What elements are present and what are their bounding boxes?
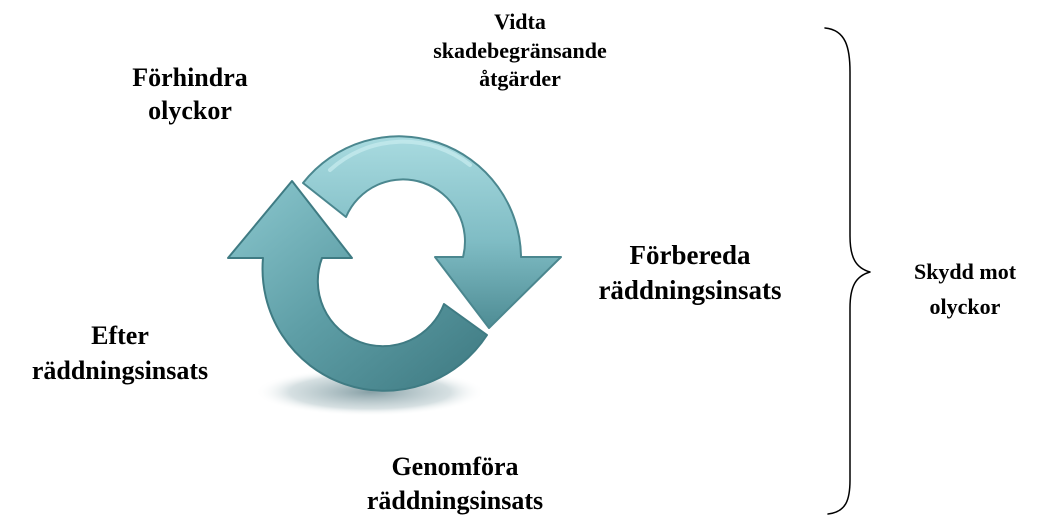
label-brace: Skydd mot olyckor	[880, 254, 1047, 324]
label-brace-line2: olyckor	[929, 294, 1001, 320]
label-limit-damage: Vidta skadebegränsande åtgärder	[390, 8, 650, 94]
cycle-arrow-top	[302, 135, 562, 329]
curly-brace-icon	[824, 27, 871, 515]
label-after-line1: Efter	[91, 321, 149, 350]
refresh-cycle-icon	[227, 135, 562, 392]
label-prepare-line1: Förbereda	[629, 240, 751, 270]
label-carry-out: Genomföra räddningsinsats	[335, 450, 575, 518]
label-carry-out-line2: räddningsinsats	[366, 485, 544, 515]
label-prepare-line2: räddningsinsats	[598, 275, 782, 306]
cycle-arrow-bottom	[227, 180, 488, 392]
label-limit-damage-line3: åtgärder	[479, 66, 561, 92]
label-prevent-line2: olyckor	[148, 95, 232, 125]
cycle-highlight	[328, 139, 472, 172]
label-brace-line1: Skydd mot	[913, 259, 1017, 284]
label-prevent: Förhindra olyckor	[90, 62, 290, 127]
label-prepare: Förbereda räddningsinsats	[560, 238, 820, 308]
label-carry-out-line1: Genomföra	[391, 452, 519, 481]
label-limit-damage-line1: Vidta	[494, 9, 546, 34]
label-after-line2: räddningsinsats	[31, 356, 209, 386]
label-limit-damage-line2: skadebegränsande	[433, 37, 607, 63]
label-after: Efter räddningsinsats	[0, 318, 240, 388]
label-prevent-line1: Förhindra	[132, 63, 248, 92]
